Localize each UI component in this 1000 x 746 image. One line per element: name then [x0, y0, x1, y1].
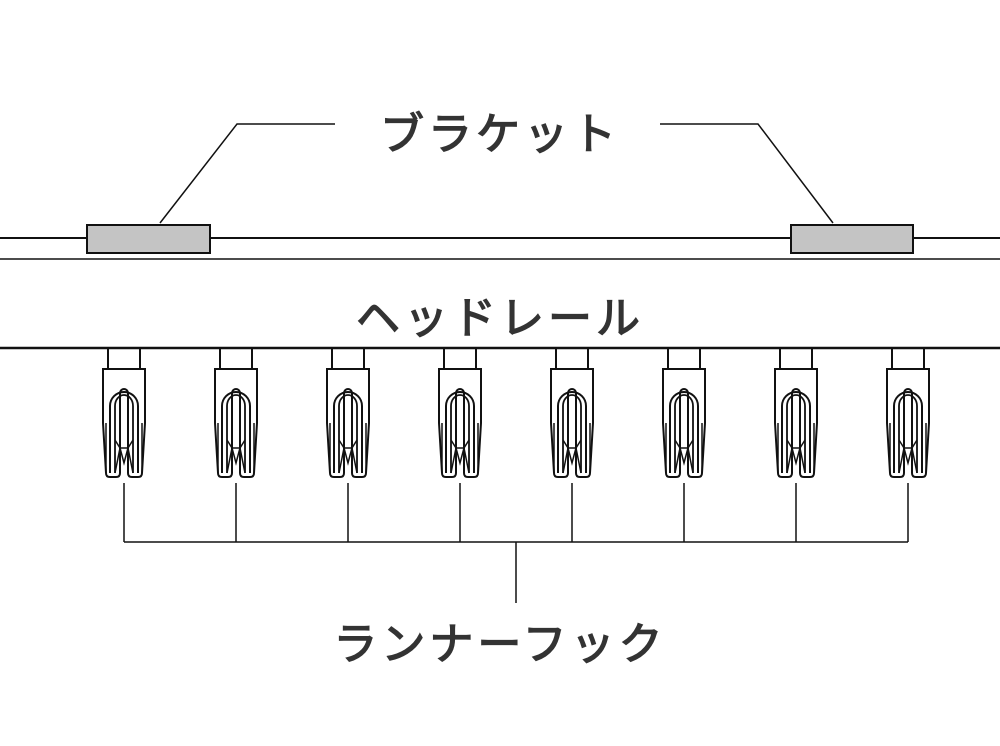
head-rail-label: ヘッドレール	[356, 293, 644, 344]
bracket-label: ブラケット	[380, 109, 620, 160]
bracket-leader-right	[660, 123, 834, 224]
runner-hook-label: ランナーフック	[333, 619, 667, 670]
runner-hook	[102, 347, 146, 478]
runner-hook	[326, 347, 370, 478]
runner-hook	[774, 347, 818, 478]
runner-hook	[550, 347, 594, 478]
bracket-left	[86, 224, 211, 254]
bracket-right	[790, 224, 914, 254]
bracket-leader-left	[159, 123, 335, 224]
runner-hook	[438, 347, 482, 478]
runner-hook	[886, 347, 930, 478]
runner-hook	[214, 347, 258, 478]
runner-hook	[662, 347, 706, 478]
